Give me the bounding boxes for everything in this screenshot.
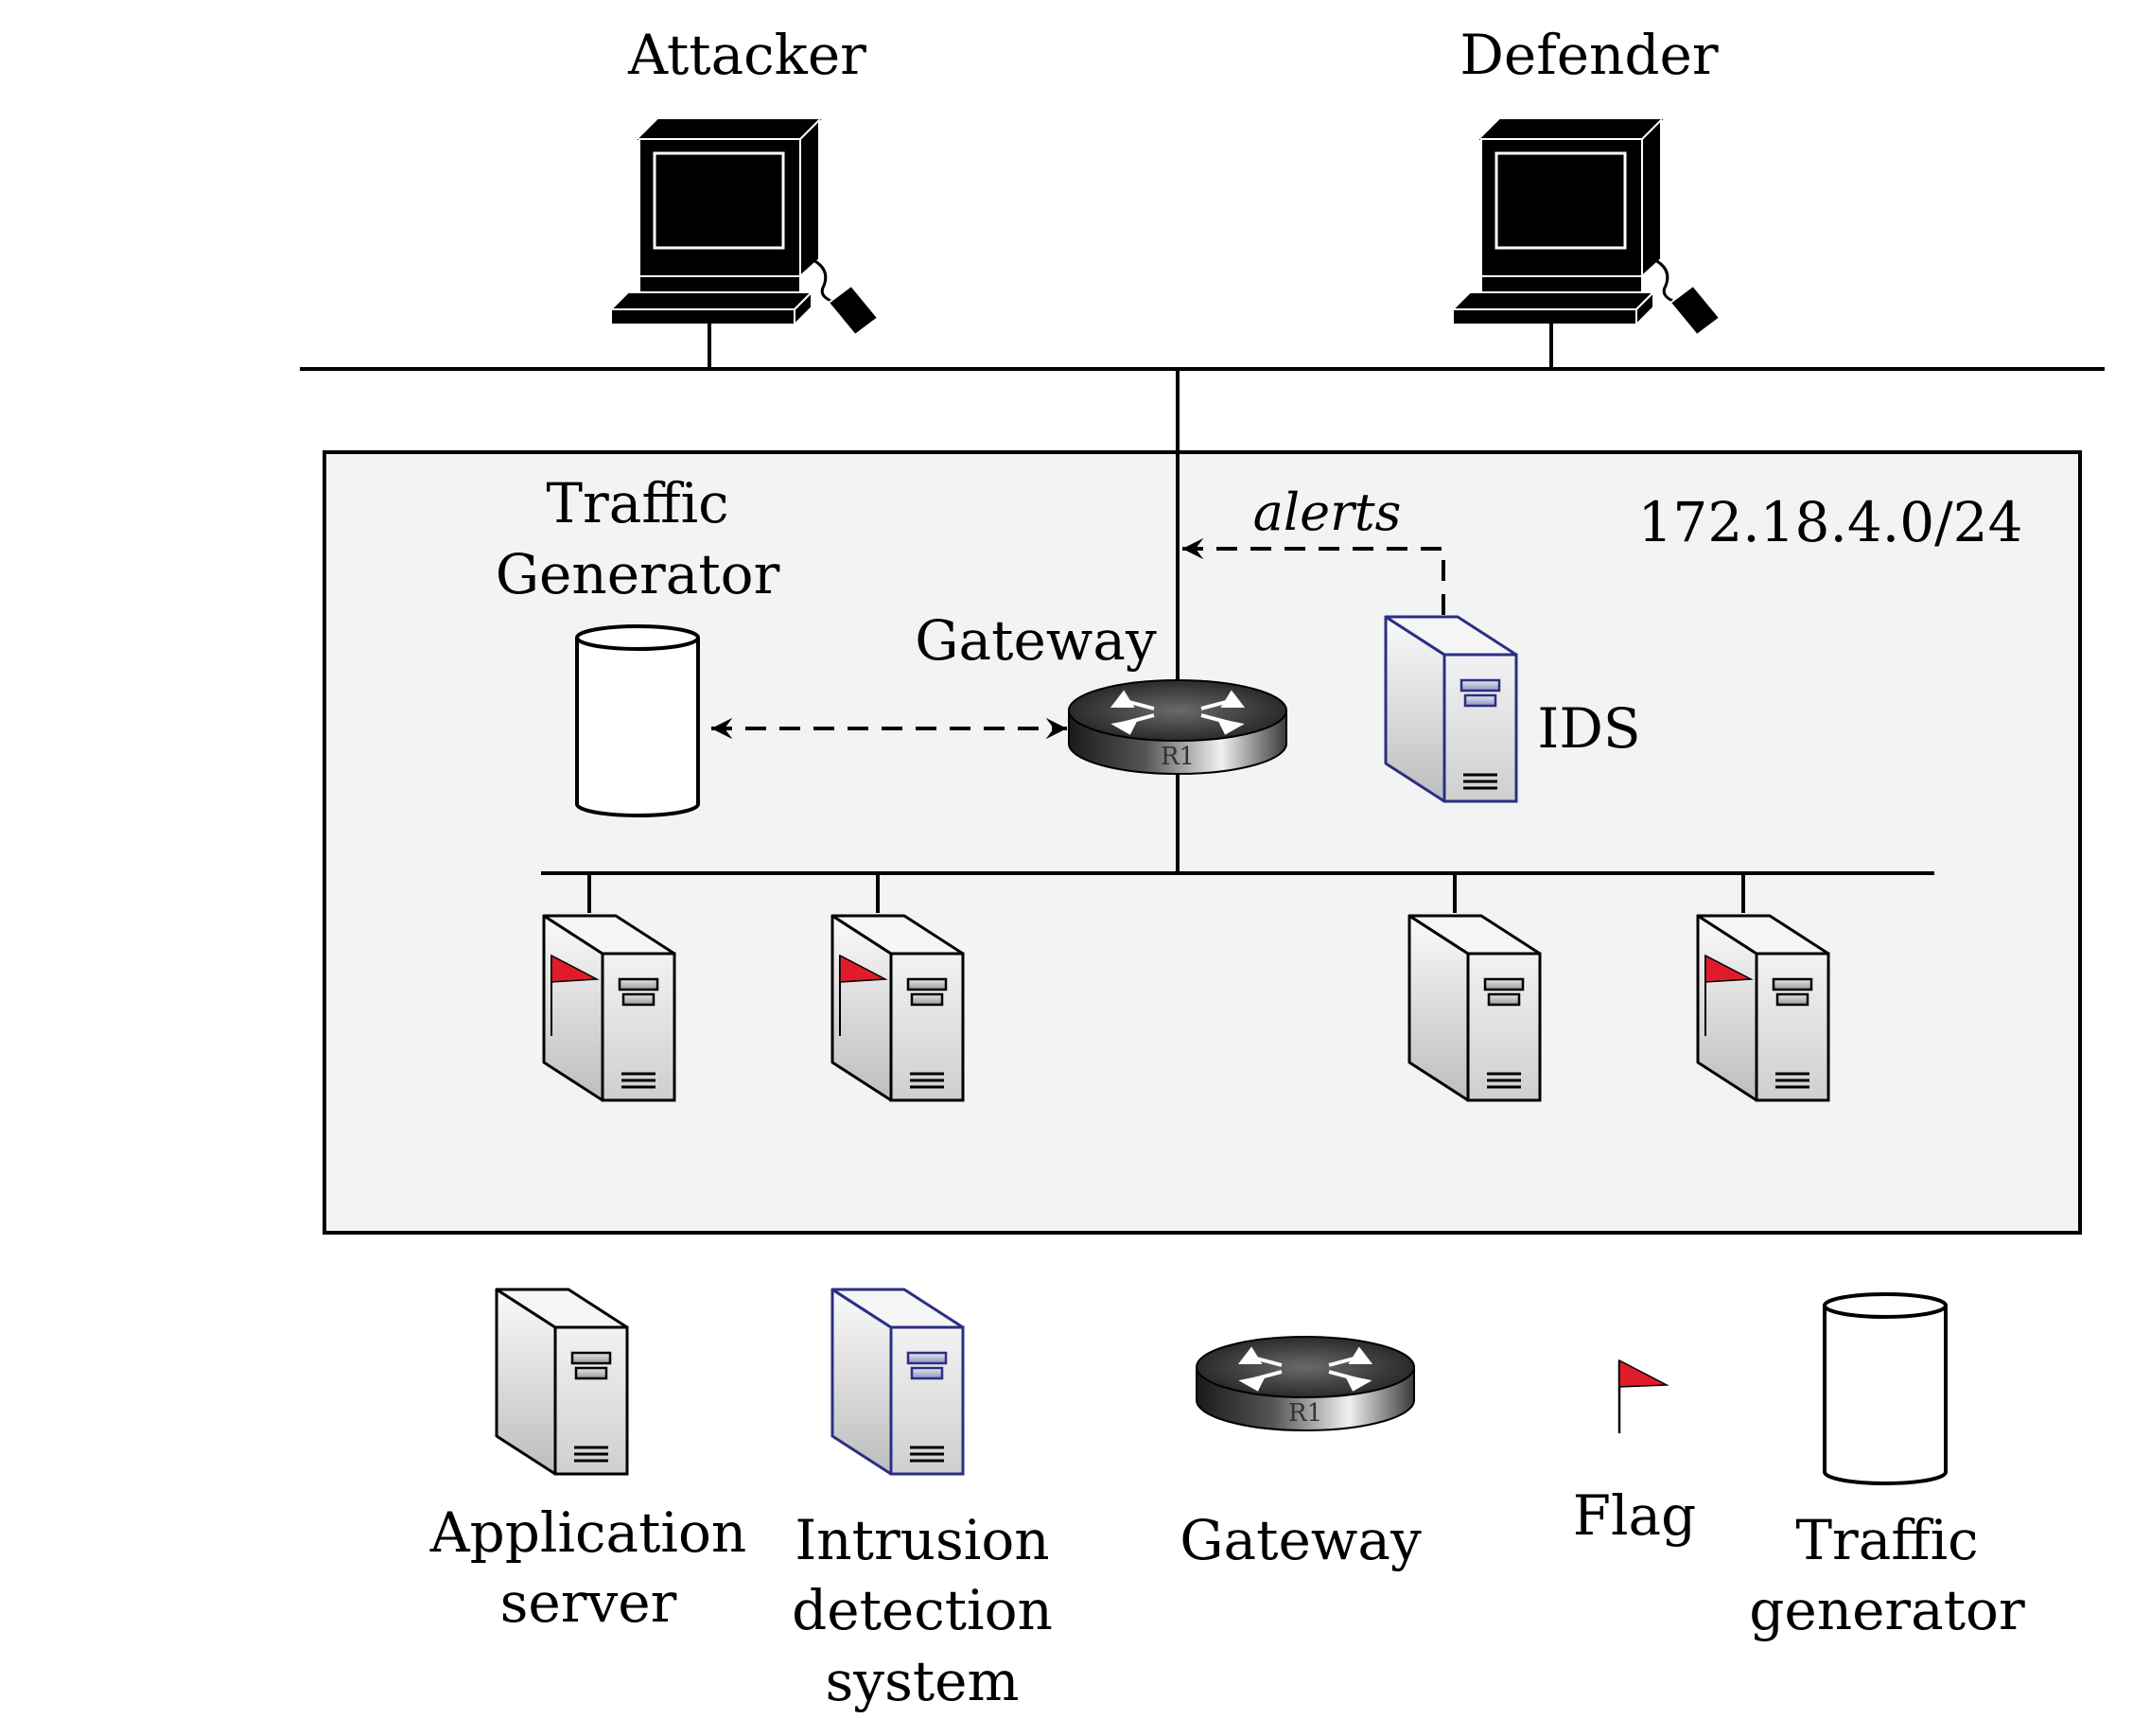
server-icon <box>1696 914 1830 1102</box>
ids-label: IDS <box>1537 696 1640 761</box>
legend-server-icon <box>495 1288 629 1476</box>
legend-application-server-2: server <box>500 1570 677 1635</box>
server-icon <box>830 914 965 1102</box>
traffic-generator-label-1: Traffic <box>546 471 728 535</box>
legend-flag: Flag <box>1573 1483 1697 1548</box>
legend-traffic-generator-2: generator <box>1749 1578 2025 1642</box>
legend: Application server Intrusion detection s… <box>429 1288 2025 1713</box>
legend-ids-1: Intrusion <box>795 1508 1049 1572</box>
application-server-2 <box>830 914 965 1102</box>
legend-router-tag: R1 <box>1288 1399 1322 1428</box>
attacker-label: Attacker <box>627 23 866 87</box>
application-server-1 <box>542 914 676 1102</box>
legend-cylinder-icon <box>1823 1292 1948 1485</box>
subnet-cidr: 172.18.4.0/24 <box>1638 490 2023 554</box>
legend-gateway: Gateway <box>1180 1508 1422 1572</box>
gateway-router-tag: R1 <box>1161 743 1195 771</box>
traffic-generator-label-2: Generator <box>496 542 780 606</box>
subnet-box <box>323 450 2082 1235</box>
legend-traffic-generator-1: Traffic <box>1795 1508 1978 1572</box>
legend-flag-icon <box>1617 1359 1669 1433</box>
application-server-3 <box>1407 914 1542 1102</box>
gateway-label: Gateway <box>915 608 1157 673</box>
application-server-4 <box>1696 914 1830 1102</box>
defender-label: Defender <box>1460 23 1718 87</box>
alerts-label: alerts <box>1253 482 1402 542</box>
server-icon <box>1407 914 1542 1102</box>
legend-ids-2: detection <box>792 1578 1053 1642</box>
traffic-generator-cylinder-icon <box>575 624 700 817</box>
ids-server-icon <box>1384 615 1518 803</box>
legend-application-server-1: Application <box>429 1500 746 1565</box>
alerts-arrow <box>1182 537 1445 615</box>
server-icon <box>542 914 676 1102</box>
legend-ids-3: system <box>826 1649 1020 1713</box>
attacker-computer-icon <box>609 118 880 337</box>
defender-computer-icon <box>1451 118 1722 337</box>
legend-ids-server-icon <box>830 1288 965 1476</box>
